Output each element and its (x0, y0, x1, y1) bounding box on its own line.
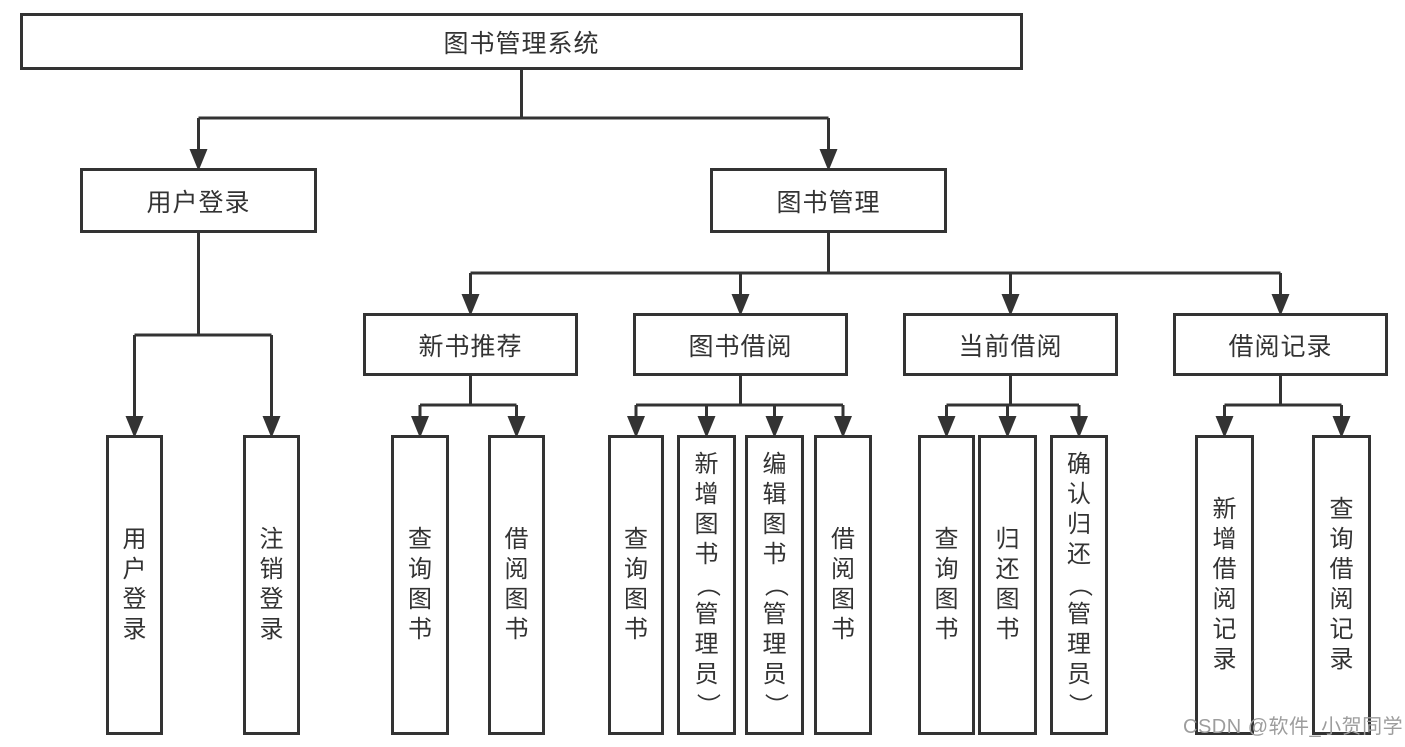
node-root-label: 图书管理系统 (443, 29, 600, 58)
leaf-edit-books-admin: 编辑图书（管理员） (745, 435, 804, 735)
leaf-return-books: 归还图书 (978, 435, 1037, 735)
connector-edge (418, 376, 518, 420)
leaf-add-books-admin-label: 新增图书（管理员） (693, 451, 721, 717)
arrowhead-icon (1215, 416, 1234, 438)
arrowhead-icon (998, 416, 1017, 438)
connector-edge (634, 376, 845, 420)
arrowhead-icon (1001, 294, 1020, 316)
leaf-borrowing-query-books-label: 查询图书 (624, 526, 648, 643)
arrowhead-icon (411, 416, 429, 438)
leaf-recommend-query-books: 查询图书 (391, 435, 449, 735)
arrowhead-icon (1271, 294, 1290, 316)
leaf-recommend-borrow-books-label: 借阅图书 (504, 526, 529, 643)
arrowhead-icon (1332, 416, 1351, 438)
node-borrowing-records: 借阅记录 (1173, 313, 1388, 376)
connector-edge (133, 233, 273, 420)
node-user-login: 用户登录 (80, 168, 317, 233)
leaf-current-query-books: 查询图书 (918, 435, 975, 735)
arrowhead-icon (507, 416, 526, 438)
node-book-management-label: 图书管理 (776, 188, 881, 217)
node-new-book-recommend-label: 新书推荐 (418, 332, 523, 361)
leaf-borrowing-borrow-books-label: 借阅图书 (831, 526, 855, 643)
leaf-confirm-return-admin: 确认归还（管理员） (1050, 435, 1108, 735)
arrowhead-icon (937, 416, 956, 438)
connector-edge (1223, 376, 1343, 420)
node-root: 图书管理系统 (20, 13, 1023, 70)
leaf-current-query-books-label: 查询图书 (934, 526, 959, 643)
leaf-query-borrow-record: 查询借阅记录 (1312, 435, 1371, 735)
leaf-borrowing-borrow-books: 借阅图书 (814, 435, 872, 735)
arrowhead-icon (697, 416, 716, 438)
leaf-edit-books-admin-label: 编辑图书（管理员） (761, 451, 789, 717)
leaf-add-borrow-record-label: 新增借阅记录 (1212, 496, 1237, 673)
leaf-query-borrow-record-label: 查询借阅记录 (1329, 496, 1354, 673)
node-book-management: 图书管理 (710, 168, 947, 233)
connector-edge (197, 70, 830, 153)
arrowhead-icon (461, 294, 480, 316)
arrowhead-icon (731, 294, 750, 316)
connector-edge (945, 376, 1081, 420)
arrowhead-icon (627, 416, 645, 438)
node-book-borrowing-label: 图书借阅 (688, 332, 793, 361)
arrowhead-icon (765, 416, 784, 438)
leaf-user-login-label: 用户登录 (122, 526, 147, 643)
node-current-borrowing-label: 当前借阅 (958, 332, 1063, 361)
leaf-add-books-admin: 新增图书（管理员） (677, 435, 736, 735)
arrowhead-icon (819, 149, 838, 171)
node-book-borrowing: 图书借阅 (633, 313, 848, 376)
leaf-user-login: 用户登录 (106, 435, 163, 735)
leaf-recommend-query-books-label: 查询图书 (408, 526, 432, 643)
arrowhead-icon (125, 416, 144, 438)
arrowhead-icon (1070, 416, 1088, 438)
leaf-logout-label: 注销登录 (259, 526, 284, 643)
node-new-book-recommend: 新书推荐 (363, 313, 578, 376)
connector-edge (469, 233, 1282, 298)
node-borrowing-records-label: 借阅记录 (1228, 332, 1333, 361)
arrowhead-icon (834, 416, 852, 438)
node-current-borrowing: 当前借阅 (903, 313, 1118, 376)
leaf-confirm-return-admin-label: 确认归还（管理员） (1066, 451, 1093, 717)
node-user-login-label: 用户登录 (146, 188, 251, 217)
leaf-borrowing-query-books: 查询图书 (608, 435, 664, 735)
leaf-recommend-borrow-books: 借阅图书 (488, 435, 545, 735)
arrowhead-icon (262, 416, 281, 438)
leaf-return-books-label: 归还图书 (995, 526, 1020, 643)
arrowhead-icon (189, 149, 208, 171)
watermark: CSDN @软件_小贺同学 (1183, 716, 1404, 738)
leaf-logout: 注销登录 (243, 435, 300, 735)
leaf-add-borrow-record: 新增借阅记录 (1195, 435, 1254, 735)
